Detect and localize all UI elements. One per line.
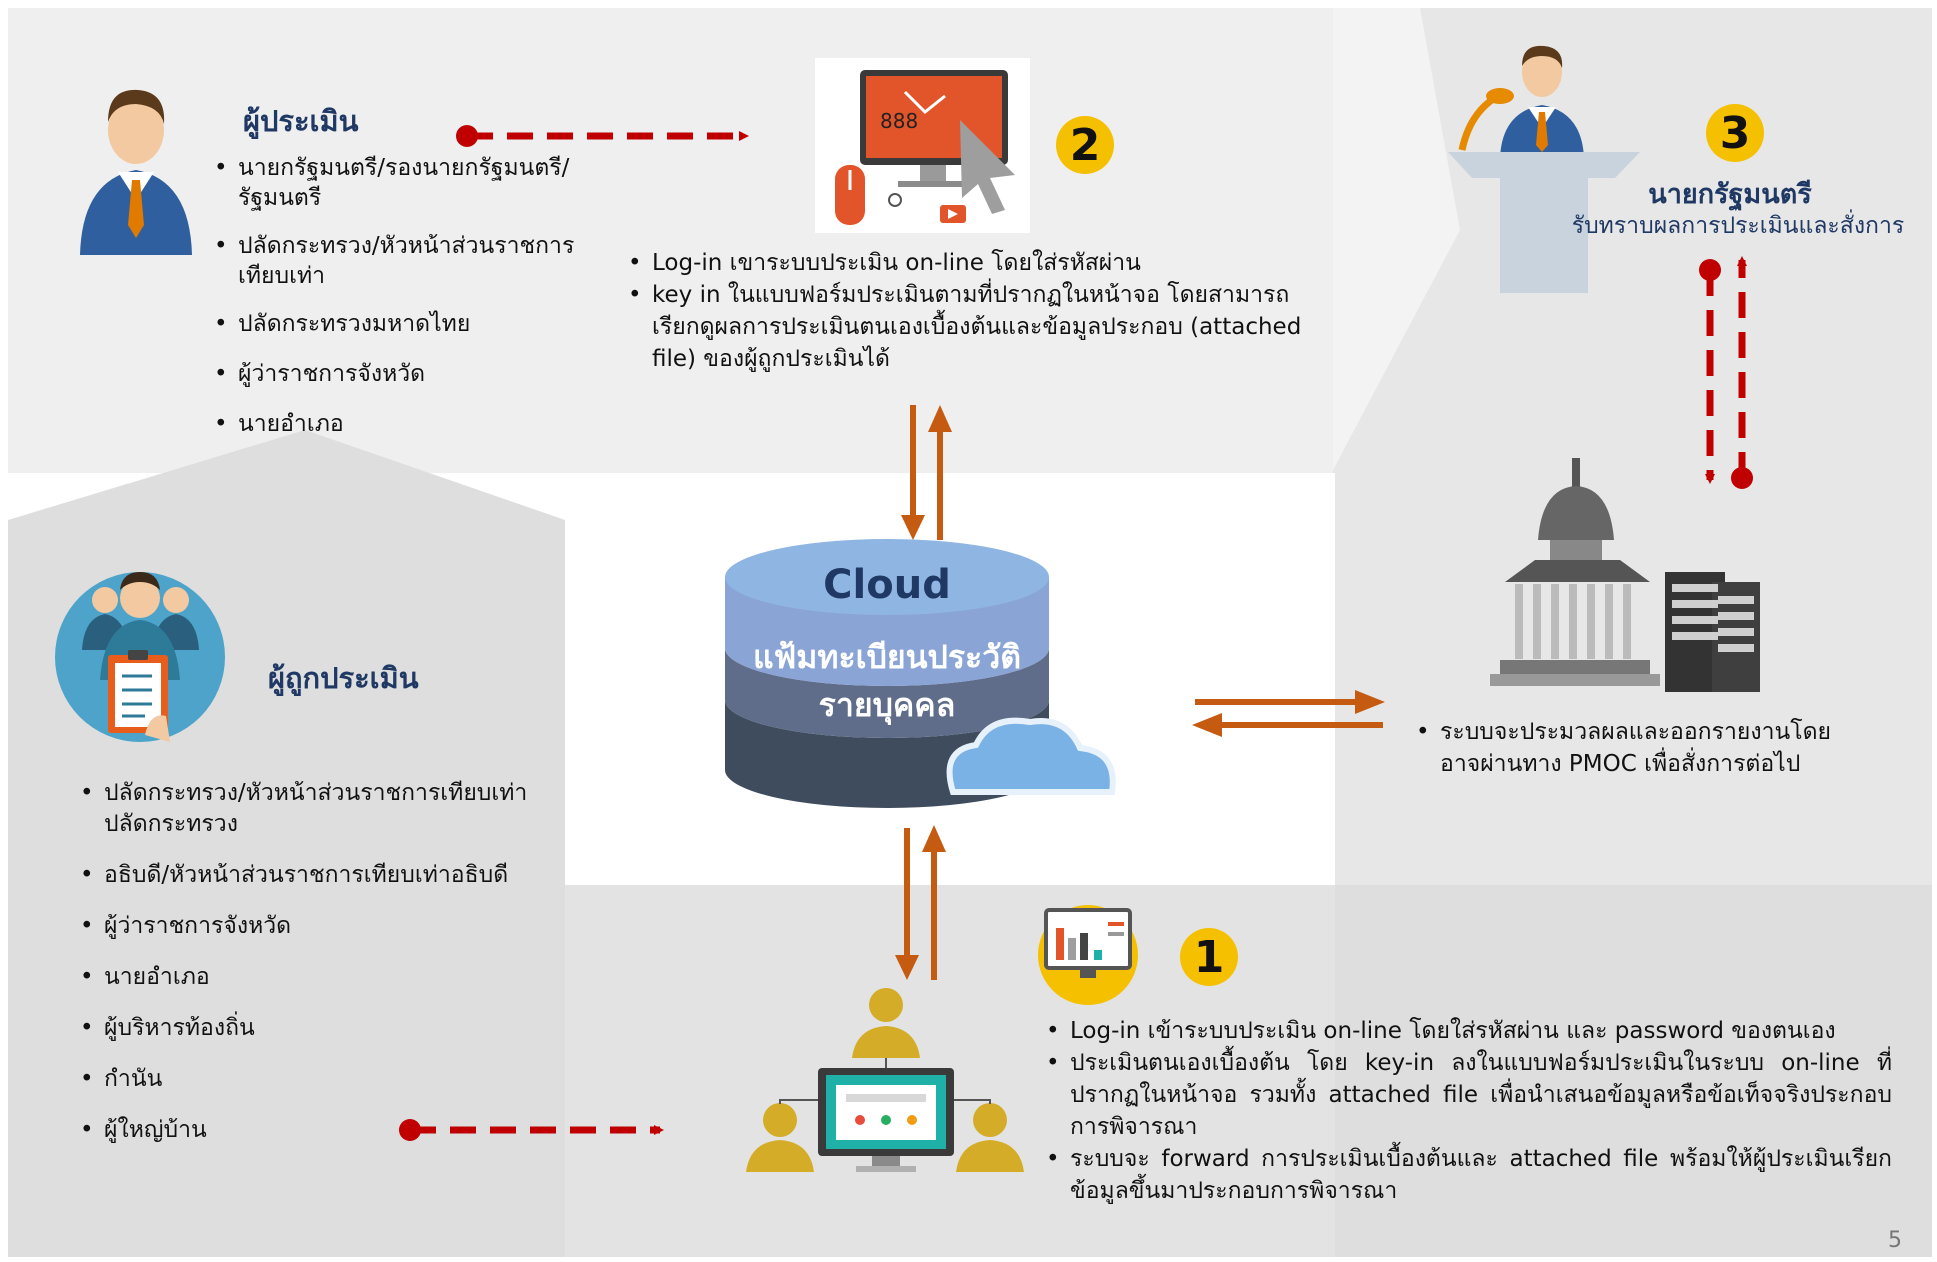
pmoc-list: ระบบจะประมวลผลและออกรายงานโดยอาจผ่านทาง …	[1412, 716, 1857, 780]
step1-item: Log-in เข้าระบบประเมิน on-line โดยใส่รหั…	[1042, 1015, 1892, 1047]
evaluator-person-icon	[80, 89, 192, 255]
evaluator-item: ปลัดกระทรวง/หัวหน้าส่วนราชการเทียบเท่า	[210, 231, 610, 291]
cloud-step1-arrows	[895, 825, 946, 980]
step2-item: key in ในแบบฟอร์มประเมินตามที่ปรากฏในหน้…	[624, 279, 1314, 375]
evaluator-title: ผู้ประเมิน	[243, 104, 359, 138]
evaluatee-list: ปลัดกระทรวง/หัวหน้าส่วนราชการเทียบเท่าปล…	[76, 778, 546, 1146]
cloud-title: Cloud	[823, 562, 951, 608]
cloud-line1: แฟ้มทะเบียนประวัติ	[753, 638, 1021, 676]
cloud-pmoc-arrows	[1192, 690, 1385, 737]
step2-badge: 2	[1056, 116, 1114, 174]
step1-item: ประเมินตนเองเบื้องต้น โดย key-in ลงในแบบ…	[1042, 1047, 1892, 1143]
prime-minister-subtitle: รับทราบผลการประเมินและสั่งการ	[1571, 213, 1905, 239]
page-number: 5	[1888, 1228, 1902, 1253]
step1-item: ระบบจะ forward การประเมินเบื้องต้นและ at…	[1042, 1143, 1892, 1207]
pmoc-item: ระบบจะประมวลผลและออกรายงานโดยอาจผ่านทาง …	[1412, 716, 1857, 780]
step1-list: Log-in เข้าระบบประเมิน on-line โดยใส่รหั…	[1042, 1015, 1892, 1207]
prime-minister-title: นายกรัฐมนตรี	[1648, 179, 1812, 210]
evaluatee-item: ผู้ว่าราชการจังหวัด	[76, 911, 546, 942]
evaluatee-item: กำนัน	[76, 1064, 546, 1095]
network-users-icon	[746, 988, 1024, 1172]
cloud-line2: รายบุคคล	[818, 686, 956, 724]
step1-badge: 1	[1180, 928, 1238, 986]
evaluatee-title: ผู้ถูกประเมิน	[268, 661, 419, 695]
evaluator-item: ผู้ว่าราชการจังหวัด	[210, 359, 610, 389]
evaluatee-item: นายอำเภอ	[76, 962, 546, 993]
pm-pmoc-dashed-arrows	[1699, 256, 1753, 489]
report-monitor-icon	[1038, 905, 1138, 1005]
step2-list: Log-in เขาระบบประเมิน on-line โดยใส่รหัส…	[624, 247, 1314, 375]
evaluatee-item: ผู้ใหญ่บ้าน	[76, 1115, 546, 1146]
right-chevron-bg	[1333, 8, 1460, 470]
evaluatee-item: ผู้บริหารท้องถิ่น	[76, 1013, 546, 1044]
evaluatee-panel-bg	[8, 430, 565, 885]
right-panel-bg	[1333, 8, 1932, 885]
cloud-step2-arrows	[901, 405, 952, 540]
evaluatee-item: ปลัดกระทรวง/หัวหน้าส่วนราชการเทียบเท่าปล…	[76, 778, 546, 840]
government-building-icon	[1490, 458, 1760, 692]
cloud-database-icon	[725, 539, 1116, 808]
prime-minister-podium-icon	[1448, 45, 1640, 293]
evaluatee-item: อธิบดี/หัวหน้าส่วนราชการเทียบเท่าอธิบดี	[76, 860, 546, 891]
evaluator-item: นายกรัฐมนตรี/รองนายกรัฐมนตรี/รัฐมนตรี	[210, 153, 610, 213]
online-evaluation-computer-icon: 888	[815, 58, 1030, 233]
evaluatee-team-icon	[55, 572, 225, 742]
step2-item: Log-in เขาระบบประเมิน on-line โดยใส่รหัส…	[624, 247, 1314, 279]
evaluator-item: นายอำเภอ	[210, 409, 610, 439]
evaluator-to-step2-arrow	[456, 125, 749, 147]
evaluator-panel-bg	[8, 8, 1333, 473]
svg-text:888: 888	[880, 109, 918, 133]
evaluator-list: นายกรัฐมนตรี/รองนายกรัฐมนตรี/รัฐมนตรี ปล…	[210, 153, 610, 439]
evaluator-item: ปลัดกระทรวงมหาดไทย	[210, 309, 610, 339]
step3-badge: 3	[1706, 104, 1764, 162]
